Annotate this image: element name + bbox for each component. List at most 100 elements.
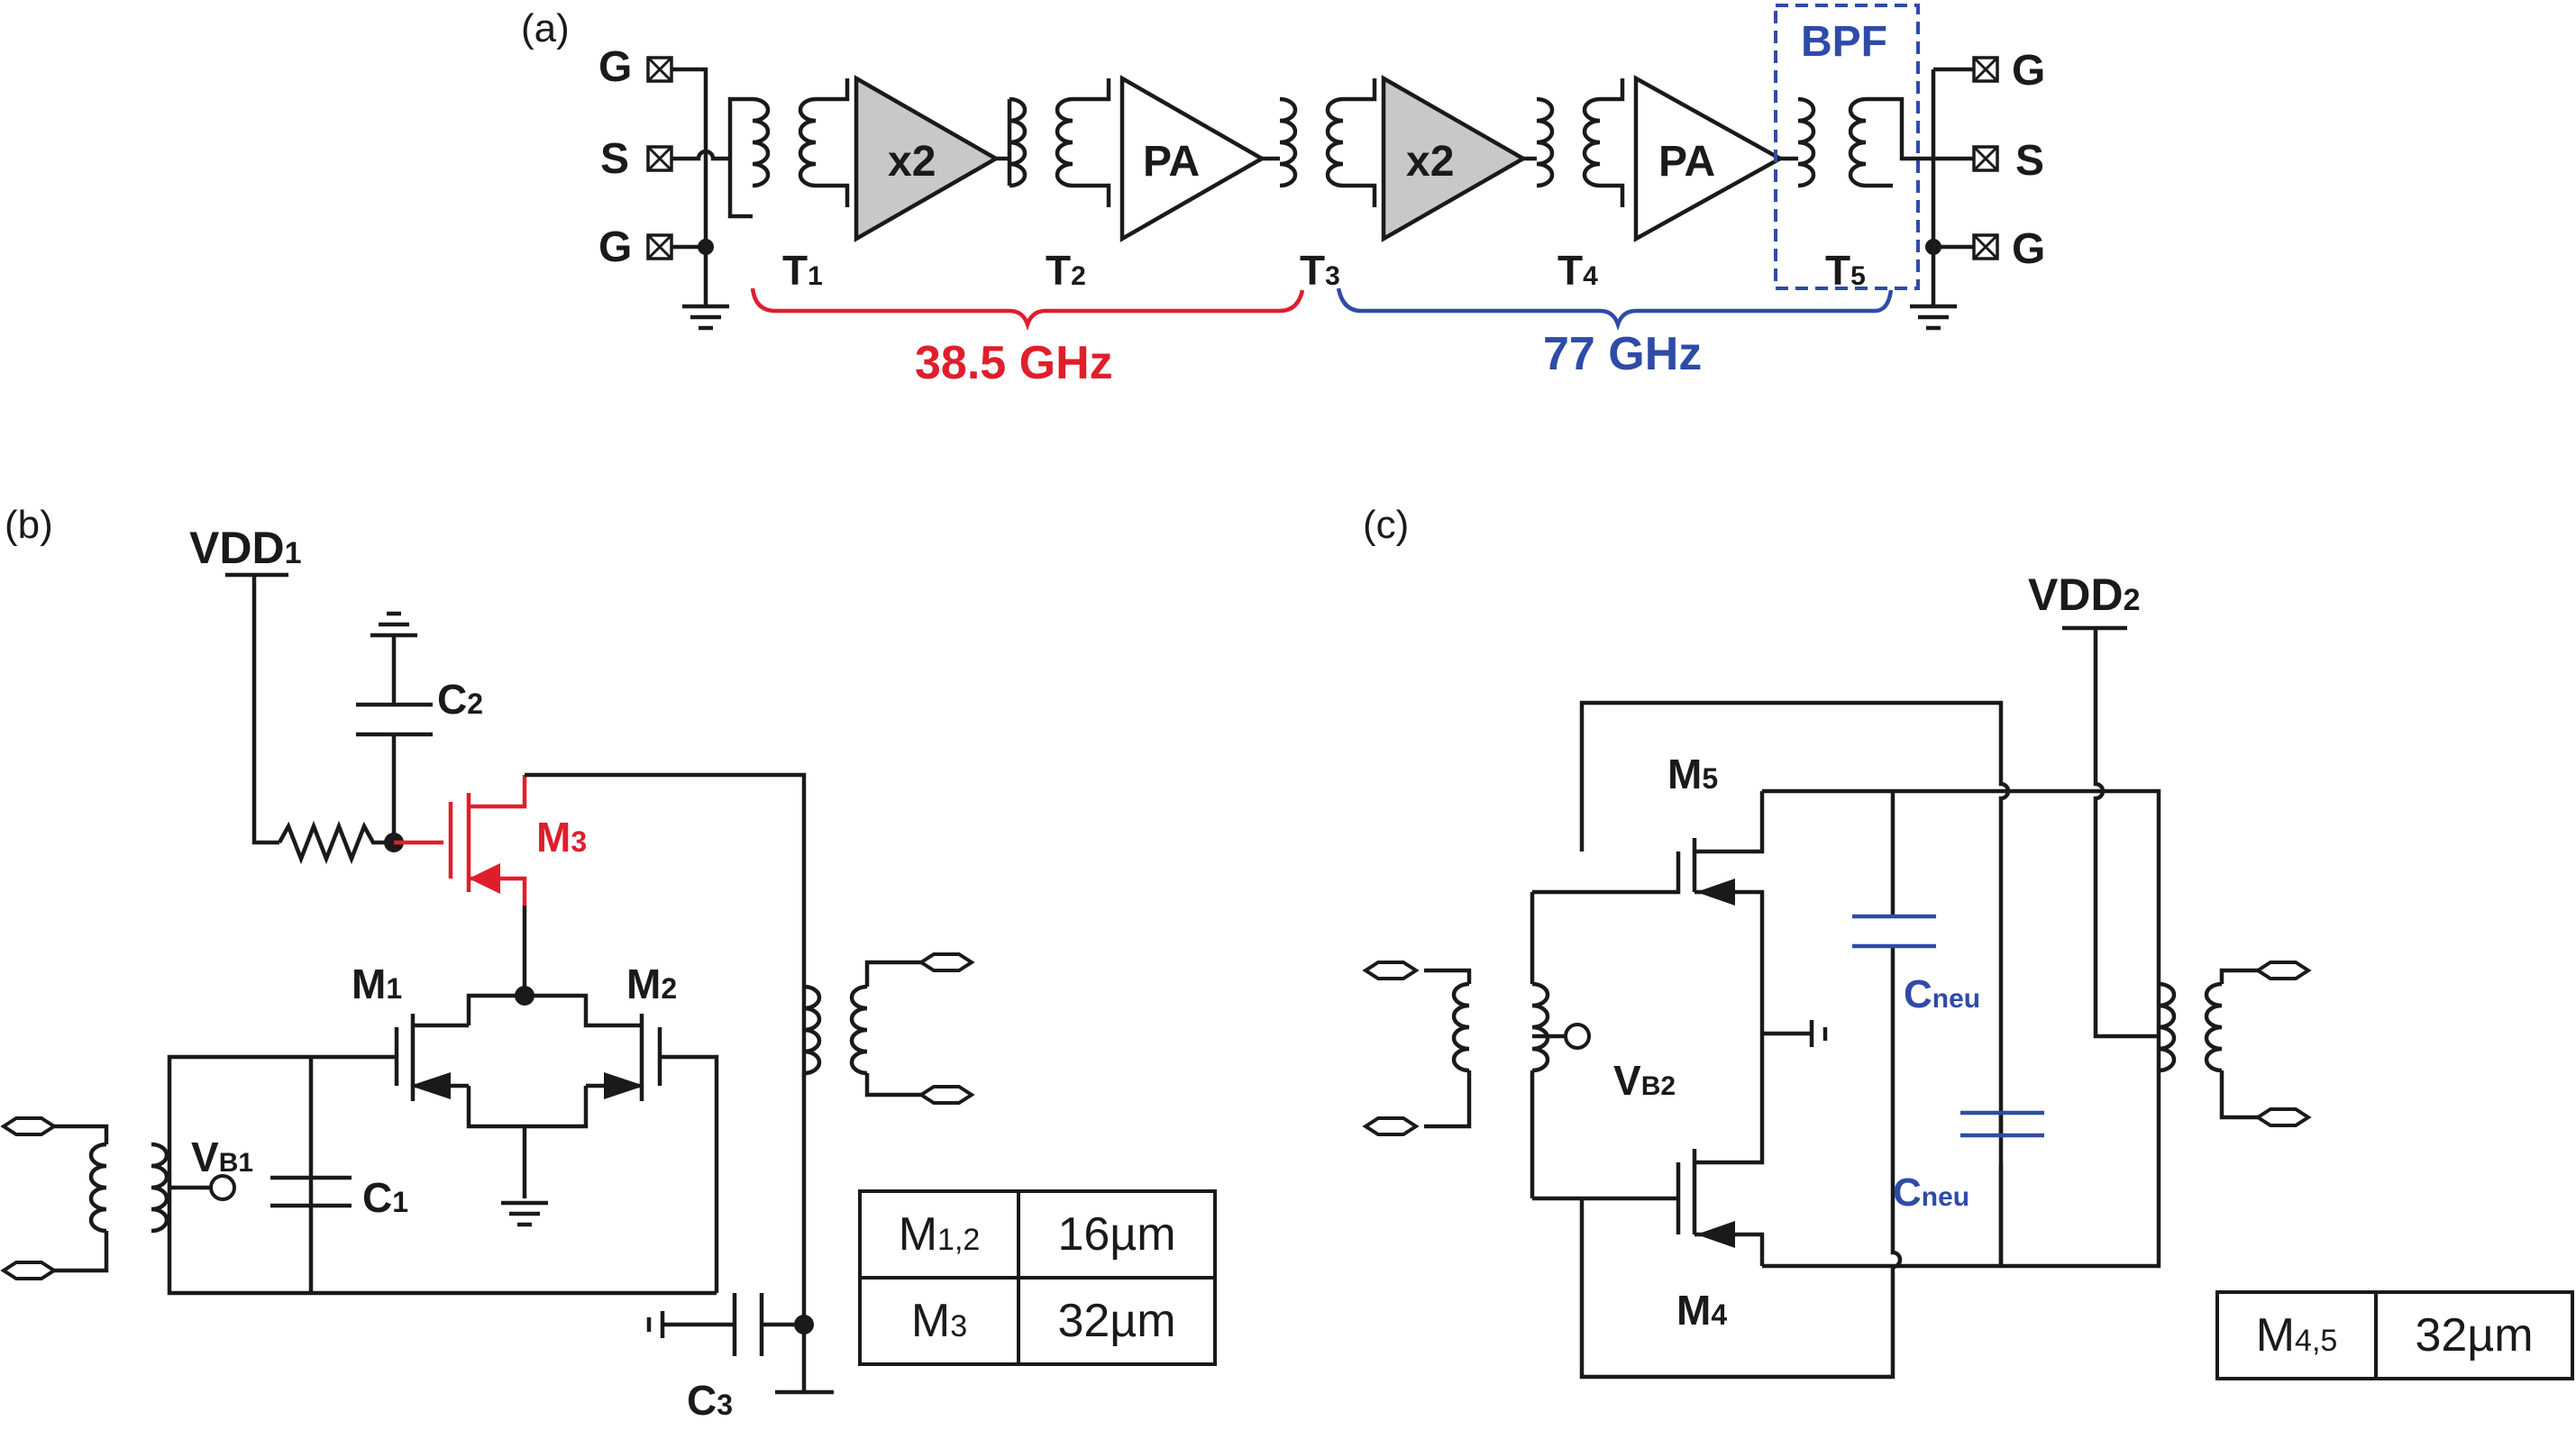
- freq-label-77: 77 GHz: [1543, 328, 1702, 380]
- left-pads: G S G: [598, 43, 673, 271]
- right-pads: G S G: [1972, 47, 2045, 273]
- block-x2-2: x2: [1381, 75, 1537, 242]
- terminal-icon: [919, 952, 973, 972]
- pad-label-left-g1: G: [598, 43, 632, 91]
- cneu-label-lower: Cneu: [1893, 1170, 1969, 1215]
- table-cell: 32µm: [2374, 1290, 2574, 1380]
- terminal-icon: [2256, 1107, 2310, 1127]
- m4-label: M4: [1676, 1287, 1727, 1334]
- block-label-pa-1: PA: [1143, 138, 1200, 186]
- pad-icon: [646, 145, 673, 172]
- vb1-label: VB1: [191, 1134, 253, 1180]
- capacitor-c1: C1: [270, 1174, 408, 1221]
- terminal-icon: [919, 1085, 973, 1105]
- pad-icon: [646, 233, 673, 260]
- transistor-m5: M5: [1532, 751, 1765, 1036]
- output-transformer-c: [2159, 961, 2310, 1127]
- block-pa-2: PA: [1633, 75, 1798, 242]
- c2-label: C2: [437, 676, 483, 723]
- c3-label: C3: [687, 1377, 733, 1424]
- m1-label: M1: [352, 961, 402, 1007]
- terminal-icon: [1364, 961, 1418, 980]
- t5-transformer: [1798, 96, 1938, 188]
- vdd2-supply: VDD2: [2028, 569, 2159, 1039]
- table-row: M3 32µm: [857, 1276, 1217, 1366]
- device-table-c: M4,5 32µm: [2215, 1290, 2574, 1380]
- cneu-upper: Cneu: [1852, 791, 1980, 1270]
- table-cell: 16µm: [1017, 1189, 1217, 1280]
- input-transformer-b: VB1: [2, 1116, 253, 1280]
- table-cell: M4,5: [2215, 1290, 2379, 1380]
- capacitor-c3: C3: [646, 1293, 834, 1424]
- table-row: M4,5 32µm: [2215, 1290, 2574, 1380]
- transformer-labels: T1 T2 T3 T4 T5: [782, 247, 1866, 294]
- resistor-r: [278, 820, 394, 865]
- pad-label-right-s: S: [2015, 137, 2044, 185]
- output-transformer-b: [801, 952, 973, 1325]
- brace-77: [1336, 287, 1894, 332]
- ground-icon: [501, 1203, 548, 1225]
- block-label-x2-2: x2: [1406, 138, 1454, 186]
- transistor-m4: M4: [1532, 1036, 1765, 1334]
- transistor-m3: M3: [394, 775, 587, 906]
- left-pad-wiring: [671, 67, 753, 328]
- bpf-box: [1774, 4, 1920, 290]
- vdd1-label: VDD1: [189, 523, 302, 573]
- pad-icon: [1972, 233, 1999, 260]
- freq-label-38-5: 38.5 GHz: [915, 337, 1113, 389]
- m3-label: M3: [536, 814, 587, 861]
- m3-drain-wire: [525, 772, 807, 1077]
- brace-38-5: [750, 287, 1305, 332]
- transistor-m2: M2: [525, 961, 719, 1293]
- block-label-x2-1: x2: [888, 138, 936, 186]
- block-x2-1: x2: [816, 75, 1009, 242]
- right-pad-wiring: [1910, 67, 1974, 328]
- t5-label: T5: [1825, 247, 1866, 294]
- vb2-label: VB2: [1613, 1057, 1676, 1104]
- pad-icon: [646, 56, 673, 83]
- bpf-label: BPF: [1801, 18, 1887, 66]
- t2-transformer: [1007, 78, 1111, 207]
- input-transformer-c: VB2: [1364, 892, 1676, 1198]
- c1-label: C1: [362, 1174, 408, 1221]
- cneu-label-upper: Cneu: [1904, 972, 1980, 1016]
- pad-icon: [1972, 56, 1999, 83]
- panel-label-a: (a): [521, 6, 570, 50]
- table-row: M1,2 16µm: [857, 1189, 1217, 1280]
- table-cell: 32µm: [1017, 1276, 1217, 1366]
- center-gnd-c: [1762, 1020, 1828, 1047]
- panel-label-c: (c): [1363, 503, 1409, 547]
- pad-icon: [1972, 145, 1999, 172]
- t2-label: T2: [1046, 247, 1086, 294]
- table-cell: M1,2: [857, 1189, 1021, 1280]
- t4-transformer: [1537, 78, 1625, 207]
- pad-label-left-s: S: [600, 135, 629, 183]
- t3-transformer: [1280, 78, 1377, 207]
- pad-label-right-g1: G: [2012, 47, 2045, 95]
- block-label-pa-2: PA: [1658, 138, 1715, 186]
- transistor-m1: M1: [352, 961, 589, 1129]
- pad-label-left-g2: G: [598, 223, 632, 271]
- vdd1-supply: VDD1: [189, 523, 302, 845]
- terminal-icon: [2, 1261, 56, 1280]
- outer-loop-c: [1579, 700, 2161, 1380]
- terminal-icon: [1364, 1116, 1418, 1136]
- table-cell: M3: [857, 1276, 1021, 1366]
- panel-label-b: (b): [5, 503, 53, 547]
- t4-label: T4: [1557, 247, 1598, 294]
- t1-transformer: [753, 99, 816, 186]
- device-table-b: M1,2 16µm M3 32µm: [857, 1189, 1217, 1366]
- vdd2-label: VDD2: [2028, 569, 2141, 620]
- input-bus: [167, 1054, 717, 1296]
- capacitor-c2: C2: [356, 614, 483, 842]
- terminal-icon: [2, 1116, 56, 1136]
- m5-label: M5: [1667, 751, 1718, 797]
- t3-label: T3: [1300, 247, 1340, 294]
- m2-label: M2: [626, 961, 677, 1007]
- pad-label-right-g2: G: [2012, 225, 2045, 273]
- block-pa-1: PA: [1119, 75, 1280, 242]
- terminal-icon: [2256, 961, 2310, 980]
- cneu-lower: Cneu: [1893, 1110, 2044, 1266]
- t1-label: T1: [782, 247, 823, 294]
